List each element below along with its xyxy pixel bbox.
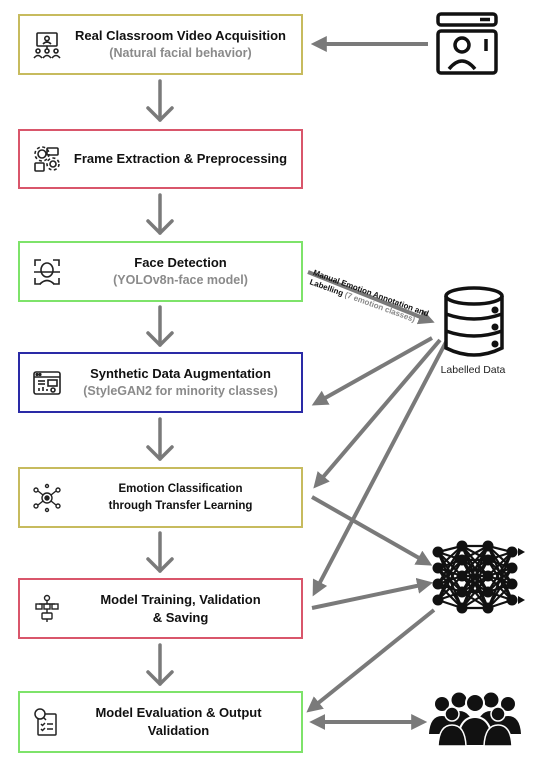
step-title-line1: Emotion Classification [118, 483, 243, 496]
step-title: Face Detection [134, 255, 227, 271]
step-synthetic-augmentation: Synthetic Data Augmentation (StyleGAN2 f… [18, 352, 303, 413]
db-to-training-arrow [312, 341, 448, 597]
step-subtitle: (YOLOv8n-face model) [113, 272, 248, 287]
step-model-evaluation: Model Evaluation & Output Validation [18, 691, 303, 753]
training-to-network-arrow [311, 577, 434, 610]
down-arrow [146, 305, 174, 347]
step-title-line2: & Saving [152, 609, 209, 625]
step-emotion-classification: Emotion Classification through Transfer … [18, 467, 303, 528]
network-to-evaluation-arrow [306, 608, 436, 713]
db-to-classification-arrow [313, 338, 442, 489]
step-subtitle: (Natural facial behavior) [109, 45, 252, 60]
face-scan-icon [32, 257, 62, 287]
annotation-arrow [307, 270, 435, 325]
classroom-icon [32, 30, 62, 60]
neural-network-icon [430, 538, 526, 618]
step-title-line1: Model Training, Validation [100, 591, 261, 607]
database-icon [443, 286, 505, 360]
gears-icon [32, 144, 62, 174]
step-frame-extraction: Frame Extraction & Preprocessing [18, 129, 303, 189]
database-label: Labelled Data [440, 364, 506, 376]
down-arrow [146, 643, 174, 686]
dashboard-icon [32, 368, 62, 398]
step-title: Synthetic Data Augmentation [90, 366, 271, 382]
video-call-icon [436, 11, 498, 75]
classification-to-network-arrow [311, 495, 433, 566]
step-title: Model Evaluation & Output Validation [95, 705, 262, 738]
step-title: Real Classroom Video Acquisition [75, 28, 286, 44]
down-arrow [146, 193, 174, 235]
hierarchy-icon [32, 594, 62, 624]
down-arrow [146, 531, 174, 573]
step-title-line2: through Transfer Learning [108, 499, 253, 512]
checklist-magnifier-icon [32, 707, 62, 737]
step-subtitle: (StyleGAN2 for minority classes) [83, 383, 278, 398]
people-group-icon [426, 690, 524, 748]
step-face-detection: Face Detection (YOLOv8n-face model) [18, 241, 303, 302]
down-arrow [146, 79, 174, 122]
step-model-training: Model Training, Validation & Saving [18, 578, 303, 639]
flow-arrows [146, 79, 174, 686]
step-title: Frame Extraction & Preprocessing [73, 151, 288, 167]
down-arrow [146, 417, 174, 461]
db-to-augmentation-arrow [311, 336, 433, 406]
side-arrows [306, 36, 448, 730]
step-video-acquisition: Real Classroom Video Acquisition (Natura… [18, 14, 303, 75]
neural-node-icon [32, 483, 62, 513]
